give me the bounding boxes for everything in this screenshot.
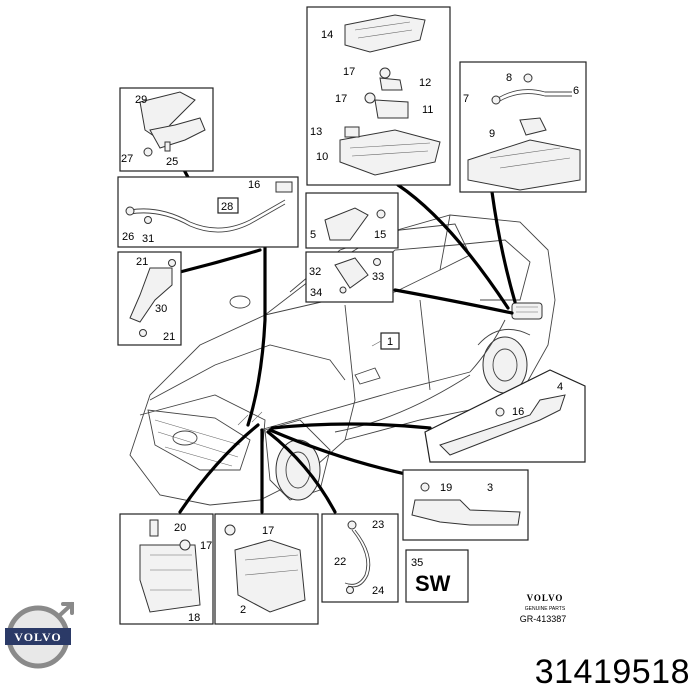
callout-18: 18 <box>188 612 200 624</box>
panel-fusebox-10-14: 14 17 12 17 11 13 10 <box>306 6 451 186</box>
brand-text: VOLVO <box>527 593 564 603</box>
callout-17-mid: 17 <box>335 93 347 105</box>
volvo-logo: VOLVO <box>5 602 74 669</box>
callout-28: 28 <box>221 201 233 213</box>
callout-6: 6 <box>573 85 579 97</box>
leader-lines <box>178 166 517 514</box>
panel-relay-32-34: 32 33 34 <box>305 251 394 303</box>
callout-34: 34 <box>310 287 322 299</box>
panel-software-35: 35 SW <box>405 549 469 603</box>
callout-32: 32 <box>309 266 321 278</box>
callout-27: 27 <box>121 153 133 165</box>
logo-text: VOLVO <box>14 630 61 644</box>
panel-bracket-27-29: 29 27 25 <box>119 87 214 172</box>
callout-17-left: 17 <box>200 540 212 552</box>
callout-3: 3 <box>487 482 493 494</box>
callout-17-right: 17 <box>262 525 274 537</box>
callout-21-lower: 21 <box>163 331 175 343</box>
callout-15: 15 <box>374 229 386 241</box>
callout-31: 31 <box>142 233 154 245</box>
callout-22: 22 <box>334 556 346 568</box>
callout-7: 7 <box>463 93 469 105</box>
callout-17-top: 17 <box>343 66 355 78</box>
callout-25: 25 <box>166 156 178 168</box>
part-number: 31419518 <box>534 653 690 691</box>
brand-subtext: GENUINE PARTS <box>525 606 566 612</box>
panel-bracket-2-17: 17 2 <box>214 513 319 625</box>
panel-harness-26-31: 16 28 26 31 <box>117 176 299 248</box>
callout-14: 14 <box>321 29 333 41</box>
callout-26: 26 <box>122 231 134 243</box>
callout-12: 12 <box>419 77 431 89</box>
panel-bracket-18-20: 20 17 18 <box>119 513 214 625</box>
callout-23: 23 <box>372 519 384 531</box>
callout-29: 29 <box>135 94 147 106</box>
callout-20: 20 <box>174 522 186 534</box>
callout-5: 5 <box>310 229 316 241</box>
callout-1: 1 <box>387 336 393 348</box>
panel-connector-5-15: 5 15 <box>305 192 399 249</box>
panel-battery-6-9: 8 7 6 9 <box>459 61 587 193</box>
callout-30: 30 <box>155 303 167 315</box>
callout-10: 10 <box>316 151 328 163</box>
panel-cable-22-24: 23 22 24 <box>321 513 399 603</box>
callout-1-tag: 1 <box>371 332 400 350</box>
callout-33: 33 <box>372 271 384 283</box>
callout-11: 11 <box>422 104 433 116</box>
panel-cover-4-16: 4 16 <box>424 369 586 463</box>
callout-19: 19 <box>440 482 452 494</box>
callout-16-lower: 16 <box>512 406 524 418</box>
callout-8: 8 <box>506 72 512 84</box>
callout-4: 4 <box>557 381 563 393</box>
genuine-parts-mark: VOLVO GENUINE PARTS GR-413387 <box>520 593 567 624</box>
software-label: SW <box>415 571 451 596</box>
drawing-reference: GR-413387 <box>520 614 567 624</box>
callout-24: 24 <box>372 585 384 597</box>
panel-cover-3-19: 19 3 <box>402 469 529 541</box>
callout-13: 13 <box>310 126 322 138</box>
callout-9: 9 <box>489 128 495 140</box>
callout-35: 35 <box>411 557 423 569</box>
callout-16-upper: 16 <box>248 179 260 191</box>
panel-bracket-30: 21 30 21 <box>117 251 182 346</box>
car-illustration <box>129 214 556 506</box>
callout-21-upper: 21 <box>136 256 148 268</box>
callout-2: 2 <box>240 604 246 616</box>
